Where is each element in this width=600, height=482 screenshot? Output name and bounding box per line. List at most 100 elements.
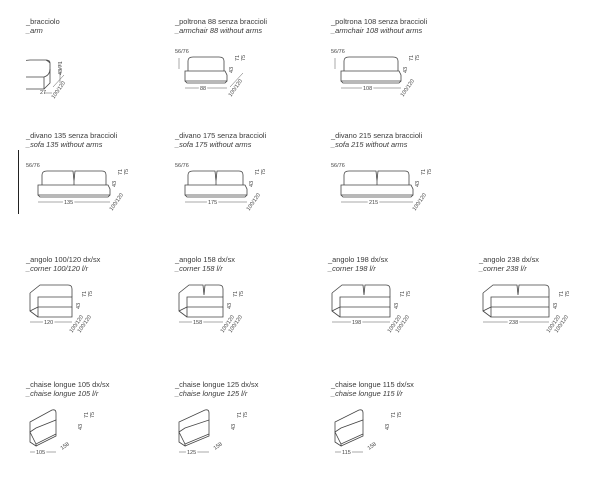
dim-depth: 100/120 [51, 80, 67, 100]
item-title-en: _armchair 88 without arms [175, 26, 263, 35]
dim-h1: 43 [229, 67, 235, 73]
catalog-item-armchair-88: _poltrona 88 senza braccioli _armchair 8… [175, 17, 315, 117]
item-title-en: _arm [26, 26, 43, 35]
dim-h3: 75 [241, 55, 247, 61]
dim-h2: 71 [118, 169, 124, 175]
dim-depth: 100/120 [228, 78, 244, 98]
item-title-it: _angolo 100/120 dx/sx [26, 255, 101, 264]
dim-h2: 71 [237, 412, 243, 418]
dim-h1: 43 [385, 424, 391, 430]
dim-width: 120 [44, 320, 53, 326]
dim-h1: 43 [112, 181, 118, 187]
dim-h3: 75 [565, 291, 571, 297]
dim-h2: 71 [233, 291, 239, 297]
dim-h2: 71 [409, 55, 415, 61]
dim-h1: 43 [415, 181, 421, 187]
dim-h1: 43 [394, 303, 400, 309]
dim-h2: 71 [421, 169, 427, 175]
dim-width: 105 [36, 450, 45, 456]
item-title-it: _divano 215 senza braccioli [331, 131, 423, 140]
dim-h3: 75 [397, 412, 403, 418]
catalog-item-chaise-115: _chaise longue 115 dx/sx _chaise longue … [331, 380, 471, 480]
catalog-item-armchair-108: _poltrona 108 senza braccioli _armchair … [331, 17, 471, 117]
corner-238-drawing: 238 100/120 100/120 43 71 75 [482, 284, 571, 334]
chaise-115-drawing: 115 158 43 71 75 [334, 409, 403, 458]
dim-h1: 43 [553, 303, 559, 309]
item-title-it: _chaise longue 105 dx/sx [26, 380, 110, 389]
page-margin-rule [18, 150, 19, 214]
item-title-it: _angolo 198 dx/sx [328, 255, 388, 264]
dim-seat: 56/76 [331, 49, 345, 55]
corner-100-120-drawing: 120 100/120 100/120 43 71 75 [29, 284, 94, 334]
dim-h3: 75 [261, 169, 267, 175]
sofa-175-drawing: 56/76 175 100/120 43 71 75 [175, 163, 267, 212]
sofa-135-drawing: 56/76 135 100/120 43 71 75 [26, 163, 130, 212]
dim-h1: 43 [231, 424, 237, 430]
chaise-125-drawing: 125 158 43 71 75 [178, 409, 249, 458]
dim-h3: 75 [88, 291, 94, 297]
dim-depth: 100/120 [246, 192, 262, 212]
item-title-en: _chaise longue 105 l/r [26, 389, 99, 398]
dim-depth: 100/120 [109, 192, 125, 212]
dim-h1: 43 [227, 303, 233, 309]
dim-depth: 100/120 [412, 192, 428, 212]
dim-width: 158 [193, 320, 202, 326]
dim-h2: 71 [391, 412, 397, 418]
dim-h2: 71 [400, 291, 406, 297]
item-title-it: _angolo 238 dx/sx [479, 255, 539, 264]
dim-seat: 56/76 [26, 163, 40, 169]
dim-seat: 56/76 [175, 49, 189, 55]
dim-width: 115 [342, 450, 351, 456]
item-title-it: _poltrona 88 senza braccioli [175, 17, 268, 26]
dim-h3: 75 [90, 412, 96, 418]
dim-h1: 43 [403, 67, 409, 73]
dim-depth: 158 [60, 441, 71, 451]
item-title-en: _sofa 135 without arms [26, 140, 103, 149]
dim-h1: 43 [249, 181, 255, 187]
dim-h2: 71 [255, 169, 261, 175]
dim-h3: 75 [415, 55, 421, 61]
item-title-en: _sofa 175 without arms [175, 140, 252, 149]
dim-depth: 158 [213, 441, 224, 451]
corner-158-drawing: 158 100/120 100/120 43 71 75 [178, 284, 245, 334]
item-title-en: _chaise longue 115 l/r [331, 389, 403, 398]
catalog-item-chaise-105: _chaise longue 105 dx/sx _chaise longue … [26, 380, 166, 480]
dim-h3: 75 [406, 291, 412, 297]
item-title-it: _poltrona 108 senza braccioli [331, 17, 428, 26]
item-title-en: _corner 198 l/r [328, 264, 376, 273]
dim-width: 198 [352, 320, 361, 326]
item-title-en: _corner 100/120 l/r [26, 264, 89, 273]
dim-h2: 71 [84, 412, 90, 418]
item-title-it: _chaise longue 125 dx/sx [175, 380, 259, 389]
catalog-item-corner-158: _angolo 158 dx/sx _corner 158 l/r 158 10… [175, 255, 315, 355]
dim-h3: 75 [243, 412, 249, 418]
dim-width: 27 [40, 90, 46, 96]
item-title-en: _armchair 108 without arms [331, 26, 423, 35]
catalog-item-arm: _bracciolo _arm 27 100/120 43/71 [26, 17, 166, 117]
sofa-215-drawing: 56/76 215 100/120 43 71 75 [331, 163, 433, 212]
catalog-item-chaise-125: _chaise longue 125 dx/sx _chaise longue … [175, 380, 315, 480]
dim-width: 88 [200, 86, 206, 92]
dim-depth: 100/120 [400, 78, 416, 98]
chaise-105-drawing: 105 158 43 71 75 [29, 409, 96, 458]
dim-h1: 43 [78, 424, 84, 430]
catalog-item-corner-238: _angolo 238 dx/sx _corner 238 l/r 238 10… [479, 255, 600, 355]
catalog-item-corner-198: _angolo 198 dx/sx _corner 198 l/r 198 10… [328, 255, 468, 355]
dim-depth: 158 [367, 441, 378, 451]
catalog-item-sofa-135: _divano 135 senza braccioli _sofa 135 wi… [26, 131, 166, 231]
dim-seat: 56/76 [331, 163, 345, 169]
item-title-en: _chaise longue 125 l/r [175, 389, 248, 398]
dim-h2: 71 [559, 291, 565, 297]
dim-seat: 56/76 [175, 163, 189, 169]
item-title-it: _bracciolo [26, 17, 60, 26]
item-title-it: _chaise longue 115 dx/sx [331, 380, 414, 389]
dim-h2: 71 [82, 291, 88, 297]
item-title-it: _divano 135 senza braccioli [26, 131, 118, 140]
item-title-en: _corner 158 l/r [175, 264, 223, 273]
dim-height: 43/71 [58, 61, 64, 75]
item-title-it: _divano 175 senza braccioli [175, 131, 267, 140]
dim-width: 125 [187, 450, 196, 456]
armchair-108-drawing: 56/76 108 100/120 43 71 75 [331, 49, 421, 98]
dim-width: 108 [363, 86, 372, 92]
dim-h3: 75 [124, 169, 130, 175]
